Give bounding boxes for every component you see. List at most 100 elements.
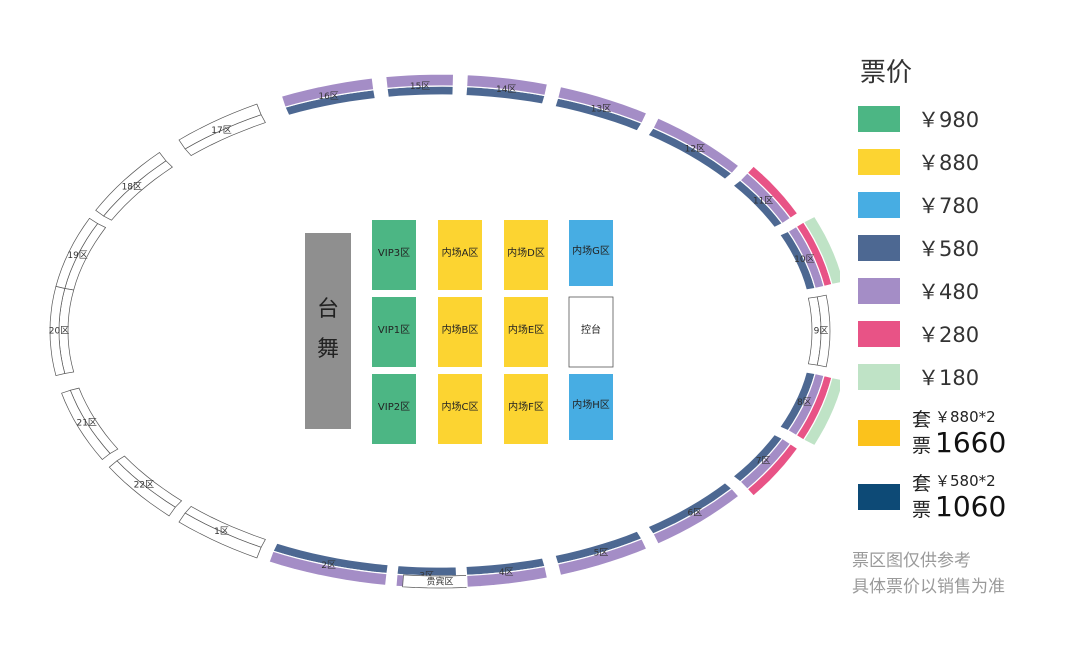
floor-block-label: 内场F区 — [508, 400, 544, 413]
zone-19[interactable]: 18区 — [95, 152, 173, 221]
floor-block-shape[interactable] — [504, 374, 548, 444]
legend-item: ￥780 — [858, 183, 1068, 226]
zone-label: 9区 — [814, 326, 829, 337]
floor-block-shape[interactable] — [372, 374, 416, 444]
floor-block[interactable]: 控台 — [568, 296, 614, 368]
zone-11[interactable]: 10区 — [778, 215, 840, 291]
floor-block-label: 内场H区 — [572, 398, 610, 411]
zone-ring-band[interactable] — [556, 538, 648, 577]
legend-swatch — [858, 105, 900, 132]
legend-swatch — [858, 191, 900, 218]
zone-7[interactable]: 6区 — [647, 481, 740, 545]
zone-17[interactable]: 16区 — [280, 77, 377, 117]
zone-label: 17区 — [211, 125, 231, 136]
zone-5[interactable]: 4区 — [465, 557, 549, 589]
zone-10[interactable]: 9区 — [807, 294, 831, 368]
zone-ring-band[interactable] — [816, 294, 831, 368]
zone-4[interactable]: 贵宾区 — [402, 574, 478, 589]
zone-ring-band[interactable] — [556, 85, 648, 124]
zone-label: 13区 — [591, 104, 611, 115]
zone-ring-band[interactable] — [465, 565, 549, 589]
zone-label: 22区 — [134, 480, 154, 491]
legend-swatch — [858, 148, 900, 175]
floor-block-shape[interactable] — [372, 297, 416, 367]
floor-block-shape[interactable] — [504, 297, 548, 367]
legend-price: ￥780 — [918, 193, 980, 218]
floor-block[interactable]: 内场F区 — [504, 374, 548, 444]
zone-label: 7区 — [756, 455, 771, 466]
zone-ring-band[interactable] — [49, 285, 66, 377]
zone-ring-band[interactable] — [268, 550, 388, 587]
floor-block[interactable]: VIP2区 — [372, 374, 416, 444]
package-char-1: 套 — [912, 409, 932, 431]
zone-1[interactable]: 1区 — [178, 505, 266, 559]
legend-price: ￥880 — [918, 150, 980, 175]
zone-9[interactable]: 8区 — [778, 371, 840, 447]
floor-block-label: 内场B区 — [442, 323, 479, 336]
stage-label-char-2: 台 — [317, 297, 339, 322]
note-line-2: 具体票价以销售为准 — [852, 577, 1005, 597]
floor-block-shape[interactable] — [372, 220, 416, 290]
zone-ring-band[interactable] — [802, 376, 840, 447]
package-char-1: 套 — [912, 473, 932, 495]
floor-block[interactable]: 内场H区 — [569, 374, 613, 440]
zone-ring-band[interactable] — [178, 103, 262, 150]
floor-block-label: 内场E区 — [508, 323, 544, 336]
floor-block-shape[interactable] — [568, 296, 614, 368]
zone-12[interactable]: 11区 — [732, 165, 799, 229]
floor-area: 台 舞 VIP3区内场A区内场D区内场G区VIP1区内场B区内场E区控台VIP2… — [305, 220, 614, 444]
zone-15[interactable]: 14区 — [465, 73, 549, 105]
zone-16[interactable]: 15区 — [385, 73, 455, 98]
zone-14[interactable]: 13区 — [554, 85, 648, 132]
package-unit-price: ￥580*2 — [935, 472, 996, 490]
floor-block[interactable]: 内场E区 — [504, 297, 548, 367]
floor-block-shape[interactable] — [438, 220, 482, 290]
floor-block-label: VIP3区 — [378, 247, 410, 259]
zone-ring-band[interactable] — [802, 215, 840, 286]
floor-block[interactable]: 内场D区 — [504, 220, 548, 290]
floor-block-shape[interactable] — [438, 297, 482, 367]
floor-block[interactable]: VIP3区 — [372, 220, 416, 290]
floor-block[interactable]: VIP1区 — [372, 297, 416, 367]
zone-23[interactable]: 22区 — [108, 455, 183, 517]
zone-20[interactable]: 19区 — [55, 217, 107, 291]
zone-22[interactable]: 21区 — [61, 387, 119, 460]
zone-ring-band[interactable] — [465, 73, 549, 97]
legend-swatch — [858, 320, 900, 347]
zone-label: 2区 — [321, 560, 336, 571]
floor-block[interactable]: 内场B区 — [438, 297, 482, 367]
floor-block-shape[interactable] — [438, 374, 482, 444]
zone-ring-band[interactable] — [652, 487, 740, 545]
zone-8[interactable]: 7区 — [732, 433, 799, 497]
zone-6[interactable]: 5区 — [554, 530, 648, 577]
zone-ring-band[interactable] — [746, 442, 799, 497]
zone-label: 5区 — [594, 548, 609, 559]
floor-block-shape[interactable] — [569, 220, 613, 286]
zone-13[interactable]: 12区 — [647, 117, 740, 181]
floor-block[interactable]: 内场G区 — [569, 220, 613, 286]
zone-ring-band[interactable] — [61, 389, 111, 460]
zone-label: 18区 — [122, 182, 142, 193]
floor-block[interactable]: 内场A区 — [438, 220, 482, 290]
zone-ring-band[interactable] — [178, 512, 262, 559]
zone-ring-band[interactable] — [108, 460, 176, 517]
zone-ring-band[interactable] — [55, 217, 99, 289]
zone-ring-band[interactable] — [746, 165, 799, 220]
floor-block[interactable]: 内场C区 — [438, 374, 482, 444]
package-chars: 套票 — [912, 471, 931, 523]
zone-ring-band[interactable] — [95, 152, 167, 217]
zone-21[interactable]: 20区 — [49, 285, 75, 377]
disclaimer-note: 票区图仅供参考 具体票价以销售为准 — [852, 548, 1005, 600]
zone-ring-band[interactable] — [280, 77, 375, 108]
zone-label: 6区 — [688, 508, 703, 519]
legend-item: ￥480 — [858, 269, 1068, 312]
zone-band[interactable] — [402, 574, 478, 589]
legend-swatch — [858, 420, 900, 446]
floor-block-shape[interactable] — [569, 374, 613, 440]
zone-ring-band[interactable] — [652, 117, 740, 175]
legend-price: ￥980 — [918, 107, 980, 132]
zone-2[interactable]: 2区 — [268, 542, 389, 587]
zone-18[interactable]: 17区 — [178, 103, 266, 157]
floor-block-shape[interactable] — [504, 220, 548, 290]
zone-ring-band[interactable] — [385, 73, 455, 90]
